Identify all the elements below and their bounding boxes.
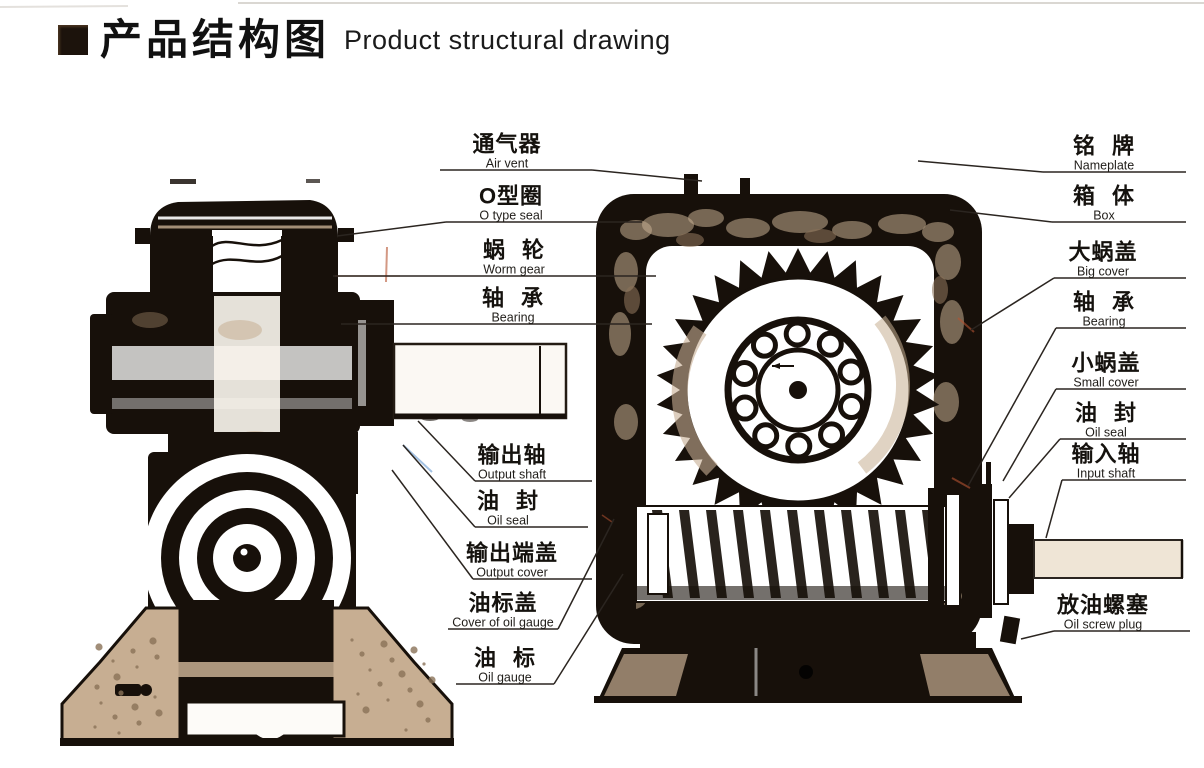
leader-line-oil-drain-plug — [1020, 630, 1055, 640]
part-label-zh: 油 标 — [473, 645, 537, 671]
oil-drain-plug-shape — [999, 615, 1021, 645]
part-label-zh: 输入轴 — [1071, 441, 1141, 467]
leader-line-box — [949, 209, 1053, 223]
leader-line-small-cover — [1002, 388, 1057, 482]
part-label-zh: 放油螺塞 — [1056, 592, 1150, 618]
part-label-zh: O型圈 — [478, 183, 544, 209]
right-view-drawing — [594, 174, 1184, 703]
leader-line-big-cover — [970, 277, 1055, 331]
part-label-zh: 输出轴 — [477, 442, 547, 468]
part-label-en: Bearing — [1082, 314, 1126, 329]
part-label-zh: 小蜗盖 — [1071, 350, 1141, 376]
leader-line-oil-gauge — [553, 573, 624, 685]
part-label-en: Small cover — [1073, 375, 1139, 390]
part-label-zh: 油 封 — [476, 488, 540, 514]
page-title-en: Product structural drawing — [344, 24, 671, 55]
part-label-zh: 通气器 — [472, 131, 542, 157]
page-title-zh: 产品结构图 — [100, 16, 331, 63]
part-label-en: Oil gauge — [478, 670, 532, 685]
part-label-zh: 轴 承 — [481, 285, 545, 311]
leader-line-bearing-right — [967, 327, 1057, 487]
part-label-en: Bearing — [491, 310, 535, 325]
part-label-zh: 油 封 — [1074, 400, 1138, 426]
part-label-en: Output shaft — [477, 467, 547, 482]
leader-line-oil-gauge-cover — [557, 518, 615, 630]
air-vent-knob — [684, 174, 698, 198]
left-base-foot — [60, 606, 182, 744]
part-label-en: Worm gear — [483, 262, 545, 277]
title-block: 产品结构图 Product structural drawing — [58, 14, 671, 66]
left-base-foot — [330, 606, 454, 744]
leader-line-nameplate — [917, 160, 1044, 173]
leader-line-input-shaft — [1045, 479, 1063, 539]
part-label-zh: 铭 牌 — [1072, 133, 1136, 159]
part-label-en: Input shaft — [1076, 466, 1136, 481]
leader-line-oil-seal-right — [1008, 438, 1061, 499]
worm-bearing-right — [928, 488, 944, 614]
title-square-icon — [58, 25, 88, 55]
part-label-en: Big cover — [1076, 264, 1130, 279]
part-label-zh: 轴 承 — [1072, 289, 1136, 315]
part-label-en: Air vent — [485, 156, 529, 171]
leader-line-output-cover — [391, 469, 474, 580]
part-label-en: Oil seal — [487, 513, 529, 528]
left-end-cover-ring — [233, 544, 261, 572]
part-label-en: Oil seal — [1085, 425, 1127, 440]
input-shaft-shape — [1033, 539, 1183, 579]
part-label-zh: 蜗 轮 — [482, 237, 546, 263]
leader-line-oil-seal-left — [402, 444, 476, 528]
small-cover-shape — [962, 484, 992, 618]
oil-gauge-slot — [647, 513, 669, 595]
part-label-zh: 大蜗盖 — [1068, 239, 1138, 265]
part-label-en: Oil screw plug — [1063, 617, 1143, 632]
leader-lines — [333, 160, 1190, 685]
part-label-en: Output cover — [476, 565, 548, 580]
part-label-en: O type seal — [479, 208, 543, 223]
part-label-en: Cover of oil gauge — [452, 615, 554, 630]
leader-line-output-shaft — [417, 420, 476, 482]
part-label-en: Box — [1093, 208, 1115, 223]
leader-line-o-ring — [336, 221, 447, 237]
left-view-drawing — [60, 179, 568, 746]
scan-artifacts — [0, 2, 1204, 8]
part-label-en: Nameplate — [1073, 158, 1135, 173]
part-label-zh: 输出端盖 — [465, 540, 559, 566]
leader-line-air-vent — [591, 169, 703, 182]
left-top-dash — [170, 179, 196, 184]
part-label-zh: 油标盖 — [468, 590, 538, 616]
part-label-zh: 箱 体 — [1072, 183, 1136, 209]
